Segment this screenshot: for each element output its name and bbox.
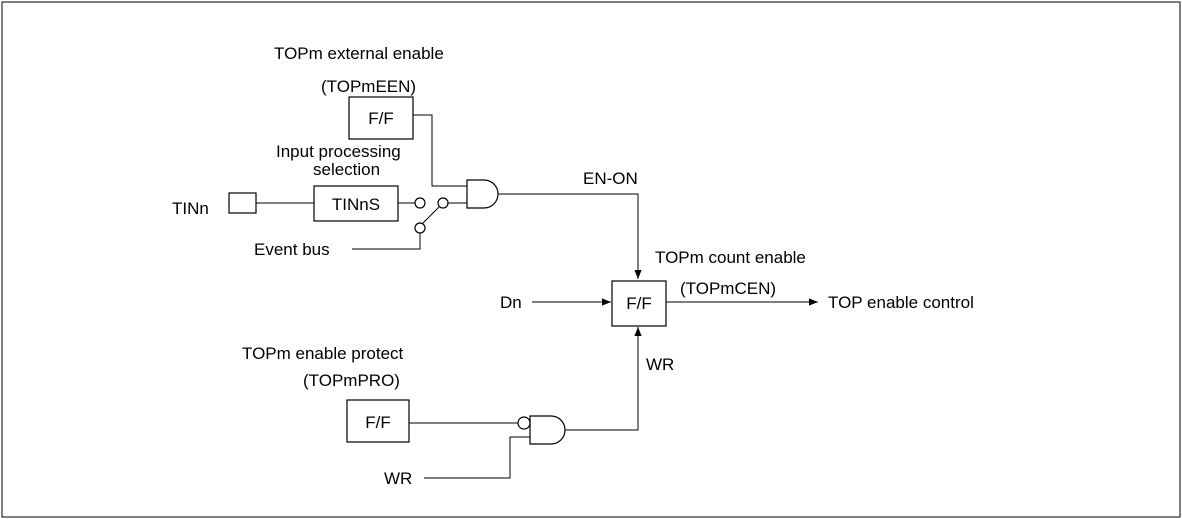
dn-label: Dn (500, 293, 522, 312)
en-on-wire (498, 193, 642, 279)
topm-count-enable-label: TOPm count enable (655, 248, 806, 267)
wr-input-label: WR (384, 469, 412, 488)
event-bus-wire (352, 233, 421, 250)
topm-enable-protect-label: TOPm enable protect (242, 344, 404, 363)
ff-een-label: F/F (368, 109, 394, 128)
tinn-label: TINn (172, 199, 209, 218)
ff-cen-label: F/F (626, 294, 652, 313)
switch-contact-event-bus (414, 222, 426, 234)
switch-common-contact (437, 197, 449, 209)
tinn-pin-box (228, 192, 257, 214)
wr-and-gate (529, 415, 566, 445)
selection-label: selection (313, 160, 380, 179)
topm-external-enable-label: TOPm external enable (274, 44, 444, 63)
top-enable-control-label: TOP enable control (828, 293, 974, 312)
topm-cen-label: (TOPmCEN) (680, 279, 776, 298)
tinns-label: TINnS (332, 195, 380, 214)
en-on-label: EN-ON (583, 169, 638, 188)
topm-een-label: (TOPmEEN) (321, 77, 416, 96)
wr-to-ff-wire (565, 327, 642, 431)
en-on-and-gate (466, 179, 499, 209)
input-processing-label: Input processing (276, 142, 401, 161)
event-bus-label: Event bus (254, 240, 330, 259)
switch-contact-tinns (414, 197, 426, 209)
ff-cen-box (611, 280, 667, 327)
ff-pro-box (346, 399, 410, 443)
ff-een-box (348, 96, 414, 140)
topm-pro-label: (TOPmPRO) (303, 371, 400, 390)
ff-pro-label: F/F (365, 413, 391, 432)
wr-in-wire (424, 436, 530, 479)
inversion-bubble (517, 416, 531, 430)
switch-blade (422, 206, 440, 224)
wr-output-label: WR (646, 355, 674, 374)
een-to-and-wire (413, 114, 467, 187)
tinns-box (313, 185, 399, 222)
